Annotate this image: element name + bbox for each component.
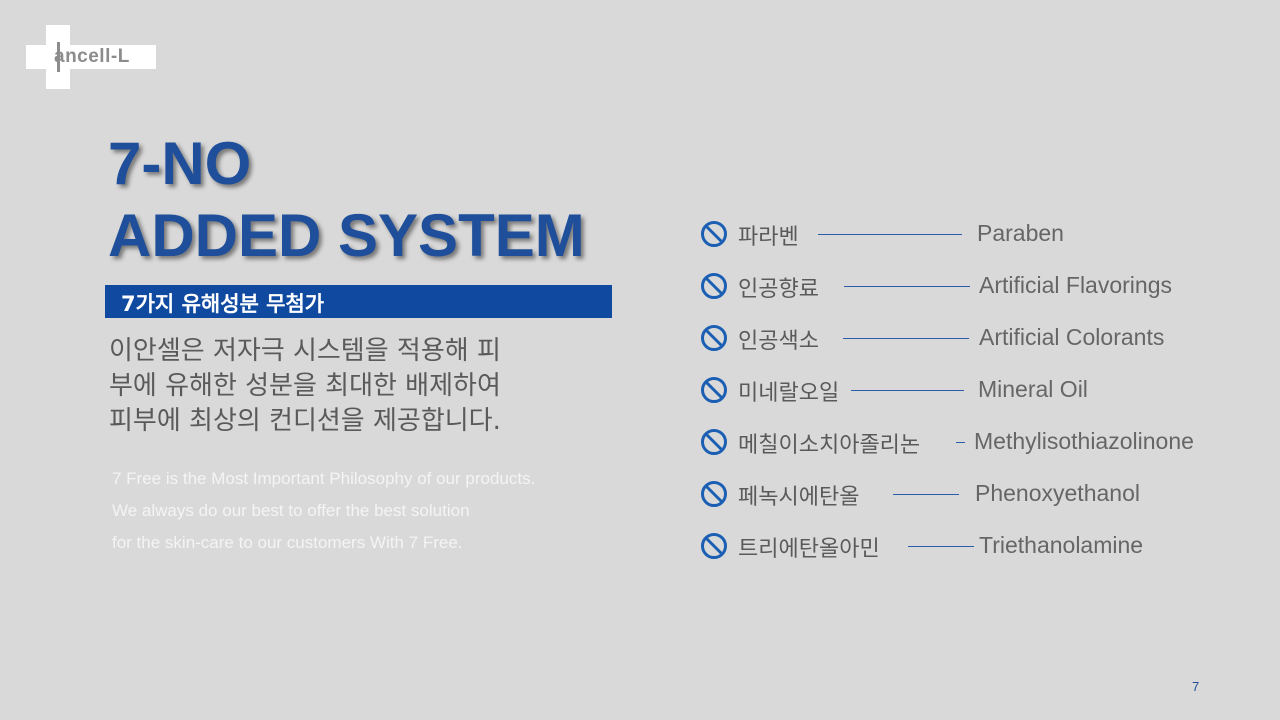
ingredient-connector-line: [818, 234, 962, 235]
description-korean: 이안셀은 저자극 시스템을 적용해 피 부에 유해한 성분을 최대한 배제하여 …: [109, 334, 579, 439]
title-line-1: 7-NO: [108, 130, 252, 197]
title-line-2: ADDED SYSTEM: [108, 202, 585, 269]
ingredient-item: 트리에탄올아민 Triethanolamine: [700, 526, 1220, 566]
prohibited-icon: [701, 481, 727, 507]
logo-stroke: [57, 42, 60, 72]
prohibited-icon: [701, 221, 727, 247]
description-english: 7 Free is the Most Important Philosophy …: [112, 463, 612, 559]
ingredient-english: Triethanolamine: [979, 532, 1144, 558]
prohibited-icon: [701, 377, 727, 403]
ingredient-korean: 인공색소: [738, 329, 819, 354]
ingredient-korean: 트리에탄올아민: [738, 537, 880, 562]
logo-cross-horizontal: [26, 45, 156, 69]
ingredient-item: 메칠이소치아졸리논 Methylisothiazolinone: [700, 422, 1220, 462]
ingredient-english: Paraben: [977, 220, 1064, 246]
ingredient-korean: 메칠이소치아졸리논: [738, 433, 921, 458]
prohibited-icon: [701, 325, 727, 351]
ingredient-item: 미네랄오일 Mineral Oil: [700, 370, 1220, 410]
subtitle-banner: 7가지 유해성분 무첨가: [105, 285, 612, 318]
ingredient-item: 인공색소 Artificial Colorants: [700, 318, 1220, 358]
ingredient-item: 페녹시에탄올 Phenoxyethanol: [700, 474, 1220, 514]
ingredient-korean: 인공향료: [738, 277, 819, 302]
ingredient-connector-line: [851, 390, 964, 391]
prohibited-icon: [701, 533, 727, 559]
page-title: 7-NO ADDED SYSTEM: [108, 128, 585, 272]
ingredient-english: Artificial Flavorings: [979, 272, 1172, 298]
description-en-line: 7 Free is the Most Important Philosophy …: [112, 469, 536, 488]
ingredient-connector-line: [908, 546, 974, 547]
ingredient-english: Methylisothiazolinone: [974, 428, 1194, 454]
ingredient-english: Mineral Oil: [978, 376, 1088, 402]
prohibited-icon: [701, 273, 727, 299]
ingredient-connector-line: [843, 338, 969, 339]
ingredient-connector-line: [956, 442, 965, 443]
ingredient-item: 파라벤 Paraben: [700, 214, 1220, 254]
description-en-line: for the skin-care to our customers With …: [112, 533, 463, 552]
ingredient-item: 인공향료 Artificial Flavorings: [700, 266, 1220, 306]
ingredient-korean: 미네랄오일: [738, 381, 840, 406]
page-number: 7: [1192, 679, 1200, 694]
subtitle-text: 7가지 유해성분 무첨가: [121, 292, 325, 316]
logo-text: ancell-L: [54, 46, 130, 67]
description-ko-line: 이안셀은 저자극 시스템을 적용해 피: [109, 336, 501, 366]
ingredient-connector-line: [893, 494, 959, 495]
ingredient-korean: 페녹시에탄올: [738, 485, 860, 510]
prohibited-icon: [701, 429, 727, 455]
ingredient-korean: 파라벤: [738, 225, 799, 250]
brand-logo: ancell-L: [26, 25, 156, 89]
description-ko-line: 피부에 최상의 컨디션을 제공합니다.: [109, 406, 501, 436]
description-en-line: We always do our best to offer the best …: [112, 501, 470, 520]
ingredient-english: Phenoxyethanol: [975, 480, 1140, 506]
ingredient-connector-line: [844, 286, 970, 287]
ingredient-english: Artificial Colorants: [979, 324, 1165, 350]
description-ko-line: 부에 유해한 성분을 최대한 배제하여: [109, 371, 501, 401]
